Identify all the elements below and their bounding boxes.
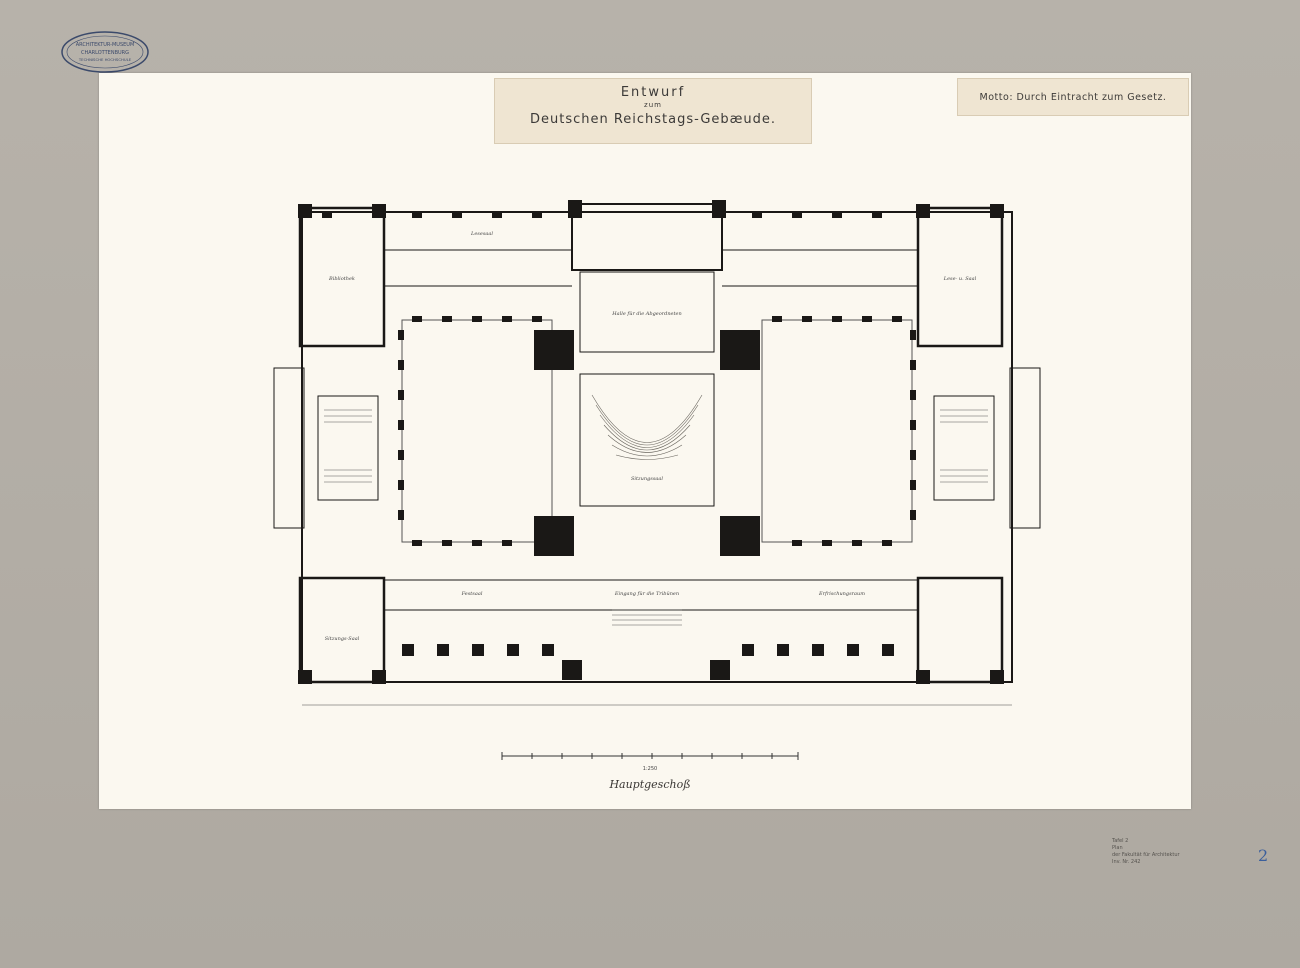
label-plenary: Sitzungssaal	[631, 476, 663, 482]
motto-text: Motto: Durch Eintracht zum Gesetz.	[979, 91, 1167, 103]
label-reading-hall: Lese- u. Saal	[943, 276, 977, 282]
archive-line-3: der Fakultät für Architektur	[1112, 852, 1180, 858]
title-line-2: zum	[644, 101, 662, 109]
label-session-hall: Sitzungs-Saal	[325, 636, 360, 642]
drawing-caption: Hauptgeschoß	[609, 778, 691, 791]
label-hall: Halle für die Abgeordneten	[611, 311, 681, 317]
museum-stamp: ARCHITEKTUR-MUSEUM CHARLOTTENBURG TECHNI…	[61, 31, 149, 73]
label-refreshment: Erfrischungsraum	[818, 591, 865, 597]
label-tribune-entry: Eingang für die Tribünen	[614, 591, 679, 597]
archive-line-4: Inv. Nr. 242	[1112, 859, 1141, 865]
drawing-sheet	[99, 73, 1191, 809]
stamp-line-3: TECHNISCHE HOCHSCHULE	[78, 57, 132, 62]
label-festsaal: Festsaal	[461, 591, 483, 597]
floor-plan: Halle für die Abgeordneten Sitzungssaal …	[273, 200, 1041, 706]
stamp-line-1: ARCHITEKTUR-MUSEUM	[76, 42, 135, 48]
stamp-line-2: CHARLOTTENBURG	[81, 50, 129, 56]
archive-line-2: Plan	[1112, 845, 1123, 851]
scale-bar: 1:250	[501, 752, 799, 772]
title-line-1: Entwurf	[620, 85, 686, 100]
label-library: Bibliothek	[328, 276, 355, 282]
archive-note: Tafel 2 Plan der Fakultät für Architektu…	[1112, 838, 1222, 866]
scale-label: 1:250	[643, 766, 657, 772]
title-card: Entwurf zum Deutschen Reichstags-Gebæude…	[494, 78, 812, 144]
motto-card: Motto: Durch Eintracht zum Gesetz.	[957, 78, 1189, 116]
archive-line-1: Tafel 2	[1112, 838, 1129, 844]
label-lesesaal: Lesesaal	[470, 231, 493, 237]
page-number: 2	[1258, 846, 1269, 865]
title-line-3: Deutschen Reichstags-Gebæude.	[529, 112, 777, 127]
